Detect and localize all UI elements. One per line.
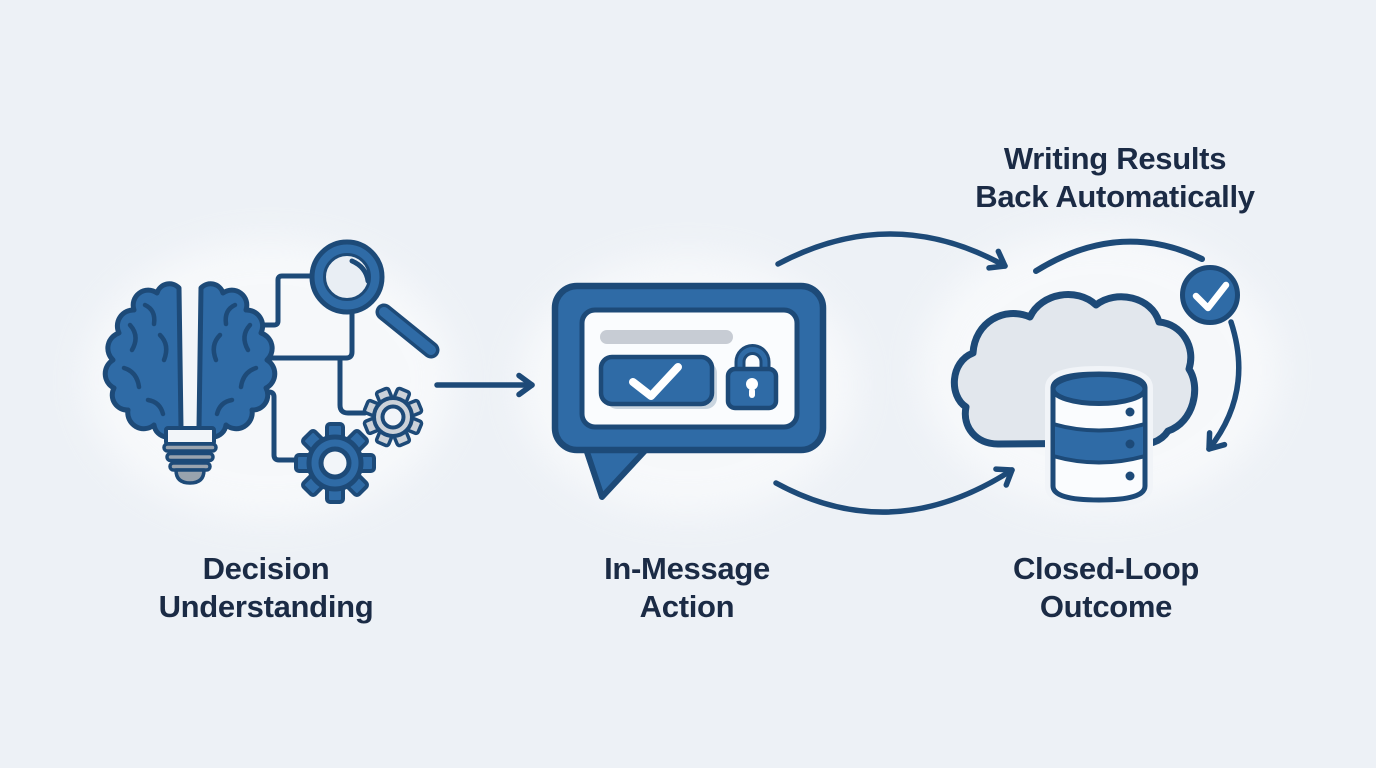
loop-arrow-top xyxy=(1033,238,1205,274)
decision-understanding-icon xyxy=(102,239,440,504)
checkmark-icon xyxy=(629,363,682,400)
annotation-writing-results: Writing Results Back Automatically xyxy=(975,141,1255,214)
lock-icon xyxy=(725,344,779,411)
curved-arrow-bottom xyxy=(773,466,1015,515)
stage-label-in-message-action: In-Message Action xyxy=(604,551,770,624)
gear-icon-gray xyxy=(362,386,424,448)
curved-arrow-top xyxy=(775,231,1008,271)
confirm-button-icon xyxy=(598,354,715,407)
gear-icon-blue xyxy=(294,422,376,504)
circuit-traces xyxy=(261,273,368,463)
stage-label-decision-understanding: Decision Understanding xyxy=(158,551,374,624)
text-line-placeholder xyxy=(600,330,733,344)
flow-arrows xyxy=(434,231,1242,515)
brain-folds xyxy=(121,302,259,417)
lens-glint xyxy=(349,258,371,284)
stage-label-closed-loop-outcome: Closed-Loop Outcome xyxy=(1012,551,1200,624)
magnifier-icon xyxy=(309,239,440,359)
brain-icon xyxy=(102,281,278,440)
bulb-base xyxy=(162,426,218,485)
loop-arrow-down xyxy=(1206,319,1242,452)
database-icon xyxy=(1045,366,1153,508)
closed-loop-outcome-icon xyxy=(950,238,1240,508)
check-circle-icon xyxy=(1180,265,1240,325)
in-message-action-icon xyxy=(551,282,827,500)
